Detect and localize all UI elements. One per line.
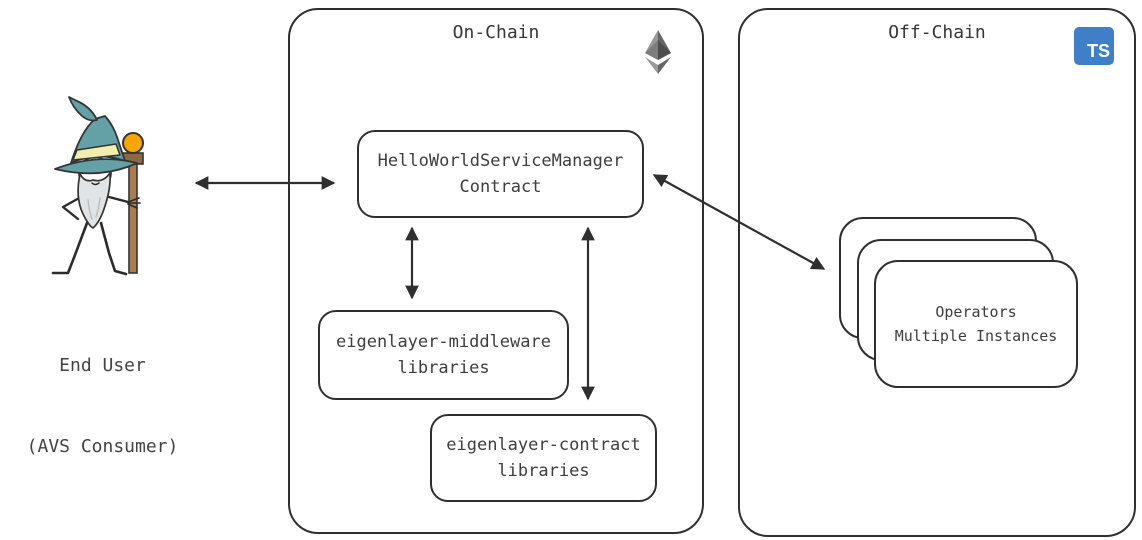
operators-line2: Multiple Instances	[894, 327, 1058, 345]
wizard-beard	[77, 172, 111, 229]
wizard-left-arm	[61, 195, 83, 221]
wizard-smile	[91, 182, 100, 186]
middleware-box: eigenlayer-middleware libraries	[318, 310, 569, 400]
middleware-line1: eigenlayer-middleware	[336, 332, 551, 352]
end-user-label-line1: End User	[59, 355, 146, 376]
middleware-line2: libraries	[397, 358, 490, 378]
wizard-left-leg	[51, 221, 89, 275]
wizard-staff	[128, 162, 138, 274]
operators-stack-front: Operators Multiple Instances	[874, 260, 1078, 388]
typescript-icon: TS	[1074, 27, 1114, 65]
contract-libs-line1: eigenlayer-contract	[446, 435, 641, 455]
service-manager-box: HelloWorldServiceManager Contract	[357, 130, 644, 218]
wizard-beard-texture	[87, 197, 101, 220]
wizard-hat-brim	[54, 158, 138, 175]
end-user-label-line2: (AVS Consumer)	[26, 436, 179, 457]
onchain-container: On-Chain HelloWorldServiceManager Contra…	[288, 8, 704, 534]
service-manager-line2: Contract	[459, 177, 542, 197]
wizard-staff-orb	[122, 132, 144, 154]
wizard-right-leg	[99, 221, 128, 276]
service-manager-line1: HelloWorldServiceManager	[377, 151, 624, 171]
onchain-title: On-Chain	[452, 22, 540, 43]
contract-libs-line2: libraries	[497, 461, 590, 481]
wizard-hat-band	[72, 143, 121, 161]
end-user-label: End User (AVS Consumer)	[5, 298, 200, 514]
wizard-right-arm	[107, 195, 130, 204]
contract-libraries-box: eigenlayer-contract libraries	[430, 414, 657, 502]
operators-line1: Operators	[935, 303, 1017, 321]
ethereum-icon	[645, 30, 671, 74]
typescript-icon-text: TS	[1086, 41, 1110, 61]
wizard-illustration	[51, 96, 144, 276]
offchain-container: Off-Chain TS Operators Multiple Instance…	[738, 8, 1136, 537]
offchain-title: Off-Chain	[888, 22, 986, 43]
wizard-hat-tip	[68, 96, 98, 122]
wizard-hand	[127, 197, 141, 209]
